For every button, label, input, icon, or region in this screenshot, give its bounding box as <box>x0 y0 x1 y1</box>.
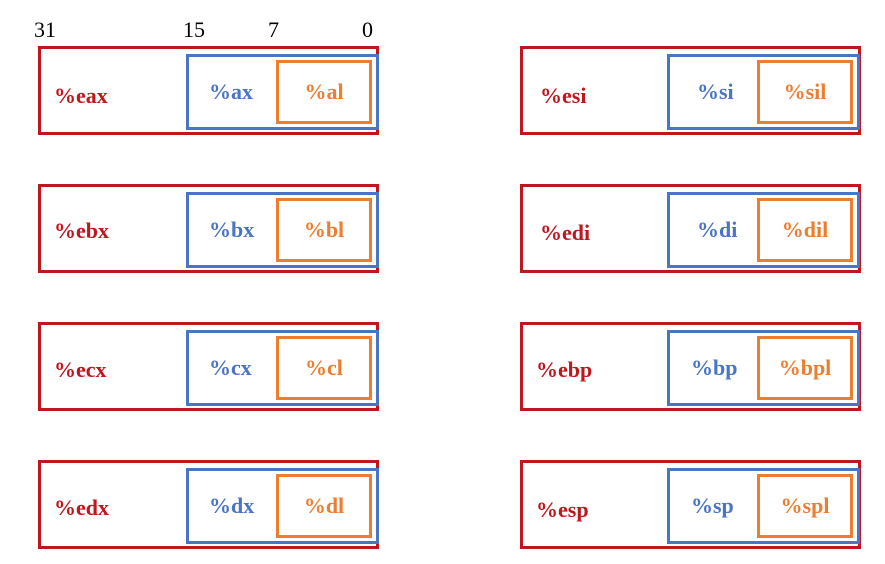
register-8bit-name: %spl <box>780 493 830 518</box>
register-edx: %edx %dx %dl <box>38 460 379 549</box>
register-8bit-box: %bpl <box>757 336 853 400</box>
register-16bit-name: %bx <box>209 217 255 242</box>
register-16bit-name: %dx <box>209 493 255 518</box>
register-8bit-name: %dl <box>303 493 345 518</box>
register-8bit-box: %sil <box>757 60 853 124</box>
register-32bit-name: %eax <box>54 83 108 108</box>
register-32bit-name: %ebp <box>536 357 593 382</box>
bit-label-7: 7 <box>268 17 279 42</box>
register-8bit-name: %sil <box>783 79 827 104</box>
register-edi: %edi %di %dil <box>520 184 861 273</box>
register-16bit-box: %dx %dl <box>186 468 379 544</box>
register-8bit-name: %bl <box>303 217 345 242</box>
register-8bit-box: %dl <box>276 474 372 538</box>
register-32bit-name: %esp <box>536 497 589 522</box>
register-8bit-box: %bl <box>276 198 372 262</box>
register-16bit-box: %si %sil <box>667 54 860 130</box>
bit-label-15: 15 <box>183 17 205 42</box>
register-16bit-name: %si <box>697 79 734 104</box>
register-esi: %esi %si %sil <box>520 46 861 135</box>
register-32bit-name: %edi <box>540 220 591 245</box>
register-16bit-box: %bx %bl <box>186 192 379 268</box>
register-16bit-box: %bp %bpl <box>667 330 860 406</box>
register-16bit-name: %sp <box>691 493 734 518</box>
register-ebp: %ebp %bp %bpl <box>520 322 861 411</box>
register-ebx: %ebx %bx %bl <box>38 184 379 273</box>
bit-label-31: 31 <box>34 17 56 42</box>
register-32bit-name: %esi <box>540 83 587 108</box>
bit-label-0: 0 <box>362 17 373 42</box>
register-32bit-name: %ebx <box>54 218 109 243</box>
register-16bit-name: %bp <box>691 355 738 380</box>
register-8bit-name: %dil <box>781 217 829 242</box>
register-16bit-box: %ax %al <box>186 54 379 130</box>
register-16bit-name: %di <box>697 217 738 242</box>
register-16bit-name: %cx <box>209 355 252 380</box>
register-ecx: %ecx %cx %cl <box>38 322 379 411</box>
register-8bit-box: %dil <box>757 198 853 262</box>
register-16bit-box: %sp %spl <box>667 468 860 544</box>
register-8bit-name: %al <box>304 79 344 104</box>
register-16bit-box: %di %dil <box>667 192 860 268</box>
register-16bit-box: %cx %cl <box>186 330 379 406</box>
register-32bit-name: %edx <box>54 495 109 520</box>
register-8bit-box: %spl <box>757 474 853 538</box>
register-16bit-name: %ax <box>209 79 253 104</box>
register-8bit-name: %cl <box>305 355 343 380</box>
register-eax: %eax %ax %al <box>38 46 379 135</box>
register-32bit-name: %ecx <box>54 357 107 382</box>
register-8bit-name: %bpl <box>778 355 832 380</box>
register-8bit-box: %cl <box>276 336 372 400</box>
register-8bit-box: %al <box>276 60 372 124</box>
register-esp: %esp %sp %spl <box>520 460 861 549</box>
